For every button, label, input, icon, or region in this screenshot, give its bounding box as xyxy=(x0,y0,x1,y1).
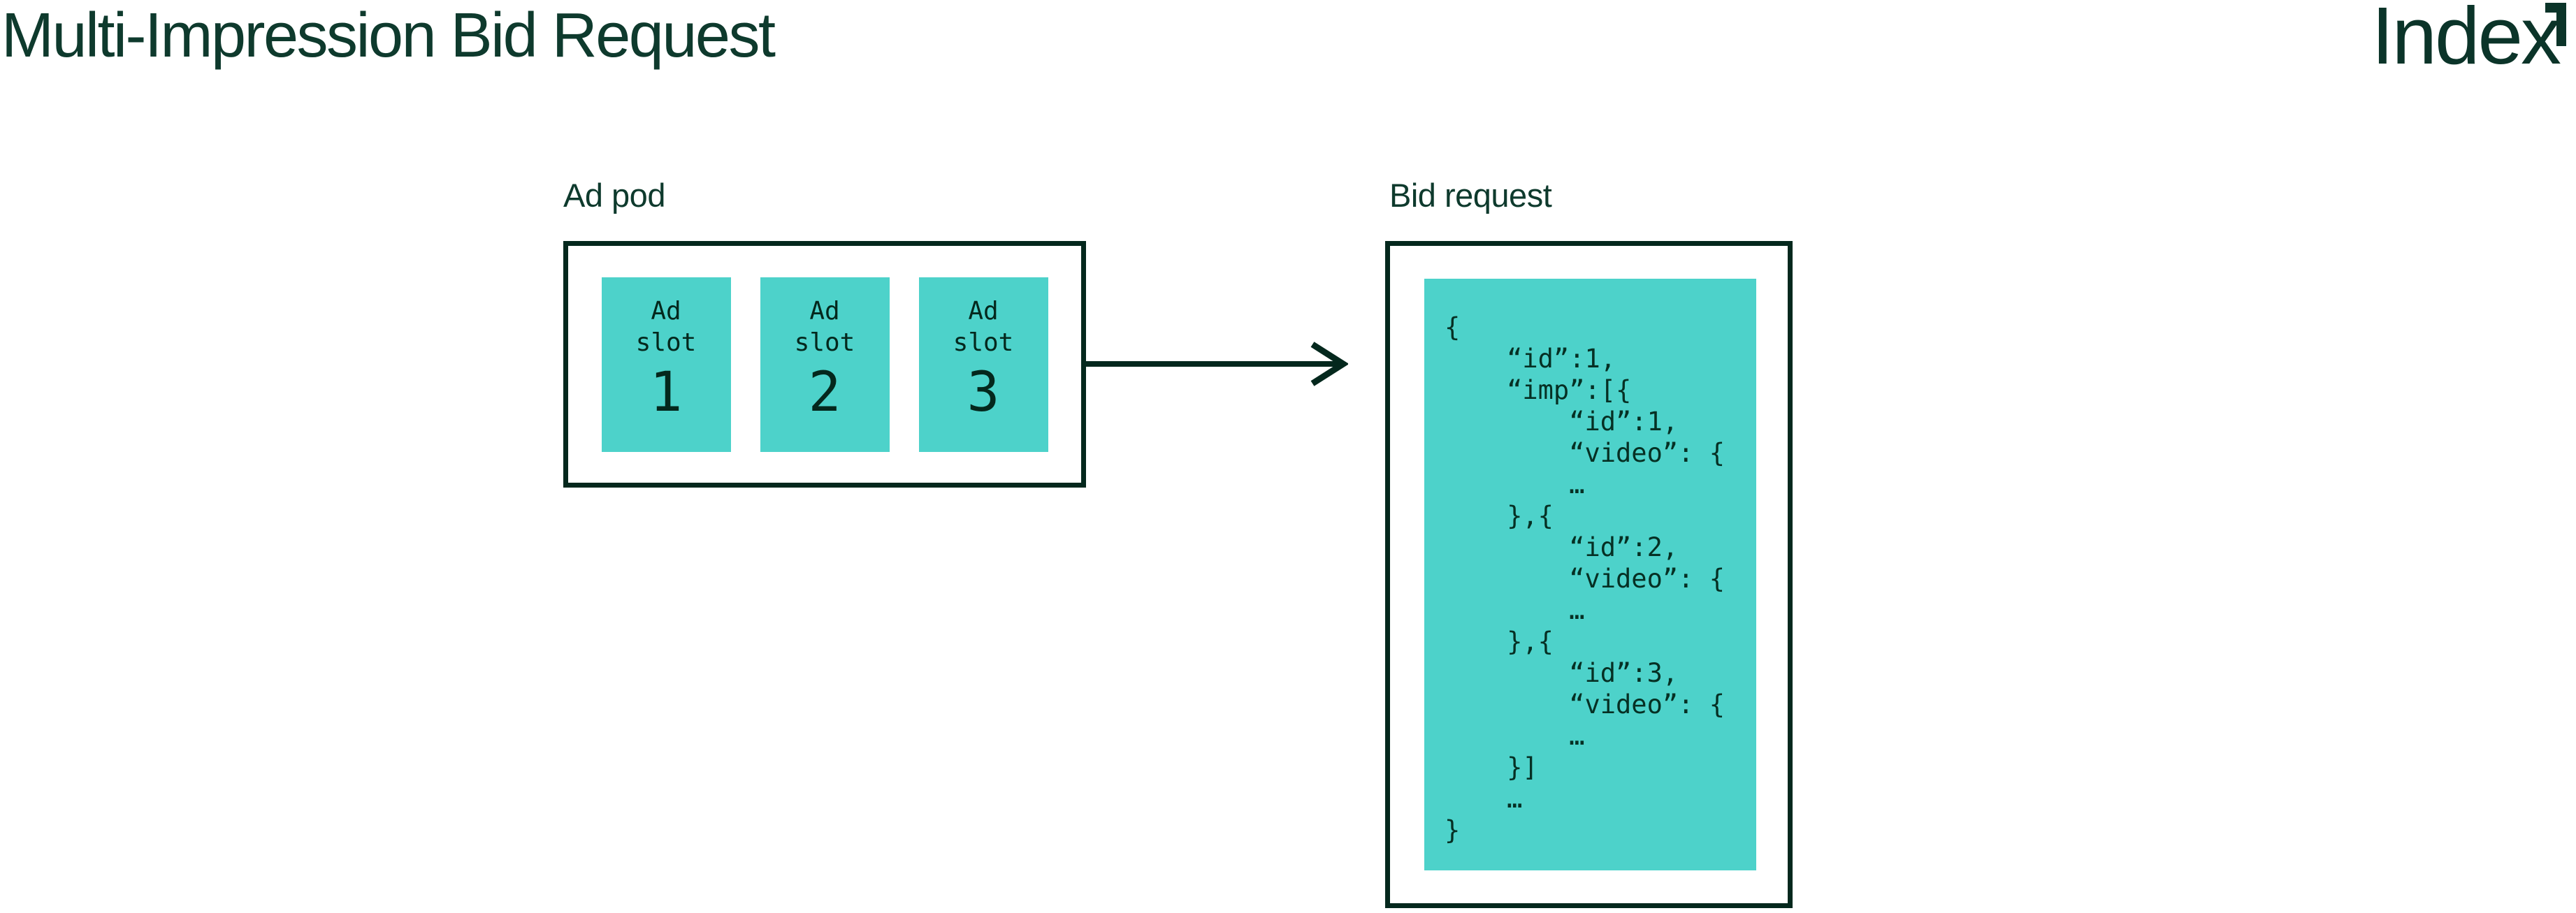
code-line: “video”: { xyxy=(1445,564,1725,594)
ad-pod-box: Ad slot 1 Ad slot 2 Ad slot 3 xyxy=(563,241,1086,488)
ad-slot-1-line1: Ad xyxy=(651,296,681,326)
bid-request-label: Bid request xyxy=(1389,177,1552,214)
bid-request-box: { “id”:1, “imp”:[{ “id”:1, “video”: { … … xyxy=(1385,241,1793,908)
code-line: },{ xyxy=(1445,627,1554,657)
ad-slot-2-line1: Ad xyxy=(809,296,840,326)
bid-request-code-block: { “id”:1, “imp”:[{ “id”:1, “video”: { … … xyxy=(1424,279,1756,870)
code-line: “id”:3, xyxy=(1445,658,1679,688)
index-logo: Index xyxy=(2371,0,2566,81)
code-line: “id”:1, xyxy=(1445,407,1679,437)
ad-slot-3-number: 3 xyxy=(967,360,1000,424)
page-title: Multi-Impression Bid Request xyxy=(1,1,776,71)
code-line: },{ xyxy=(1445,501,1554,531)
code-line: “video”: { xyxy=(1445,689,1725,720)
index-logo-text: Index xyxy=(2371,0,2561,81)
ad-slot-2-number: 2 xyxy=(808,360,841,424)
code-line: “imp”:[{ xyxy=(1445,375,1632,405)
ad-slot-3: Ad slot 3 xyxy=(918,277,1048,452)
corner-arrow-icon xyxy=(2545,3,2566,46)
ad-slot-3-line1: Ad xyxy=(968,296,999,326)
code-line: … xyxy=(1445,721,1585,751)
ad-slot-1: Ad slot 1 xyxy=(601,277,731,452)
code-line: “id”:2, xyxy=(1445,532,1679,562)
code-line: “video”: { xyxy=(1445,438,1725,468)
ad-slot-2: Ad slot 2 xyxy=(760,277,890,452)
code-line: }] xyxy=(1445,752,1538,782)
ad-slot-2-line2: slot xyxy=(794,328,855,357)
ad-slot-3-line2: slot xyxy=(953,328,1014,357)
ad-slot-1-number: 1 xyxy=(649,360,683,424)
code-line: … xyxy=(1445,469,1585,499)
right-arrow-icon xyxy=(1086,342,1348,386)
code-line: … xyxy=(1445,595,1585,625)
code-line: “id”:1, xyxy=(1445,344,1616,374)
ad-pod-label: Ad pod xyxy=(563,177,665,214)
code-line: … xyxy=(1445,784,1523,814)
code-line: { xyxy=(1445,312,1461,342)
code-line: } xyxy=(1445,815,1461,845)
ad-slot-1-line2: slot xyxy=(635,328,697,357)
